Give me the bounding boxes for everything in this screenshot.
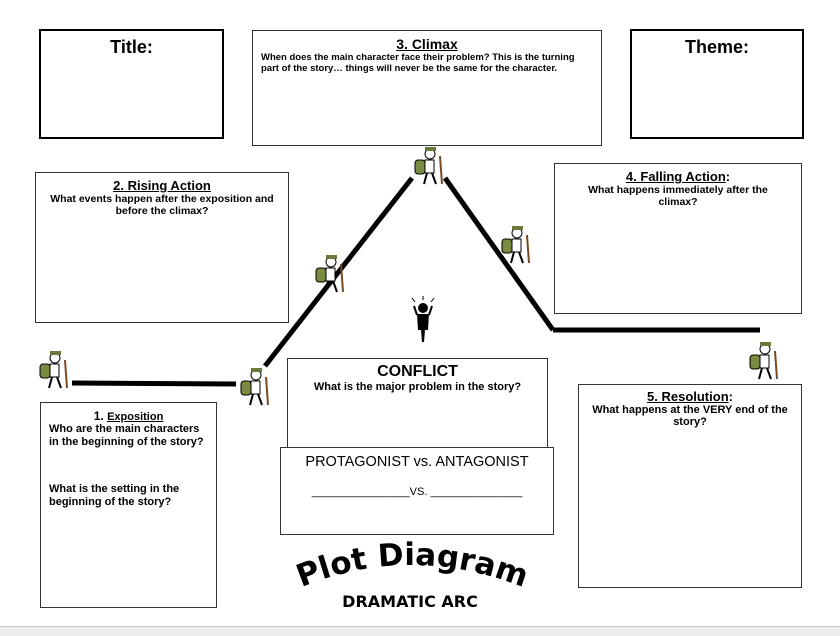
falling-action-question: What happens immediately after the clima… (588, 184, 768, 208)
hiker-icon (240, 368, 269, 406)
protagonist-antagonist-box[interactable]: PROTAGONIST vs. ANTAGONIST _____________… (280, 447, 554, 535)
theme-label: Theme: (684, 37, 749, 57)
exposition-question-setting: What is the setting in the beginning of … (49, 483, 180, 508)
exposition-number: 1. (93, 409, 104, 423)
falling-action-box[interactable]: 4. Falling Action: What happens immediat… (554, 163, 802, 314)
plot-diagram-title-text: Plot Diagram (292, 540, 533, 595)
climax-box[interactable]: 3. Climax When does the main character f… (252, 30, 602, 146)
resolution-heading: 5. Resolution (647, 389, 729, 404)
heading-suffix: : (725, 169, 731, 184)
protagonist-vs-antagonist-blanks[interactable]: ________________VS. _______________ (311, 486, 523, 498)
protagonist-antagonist-heading: PROTAGONIST vs. ANTAGONIST (305, 454, 529, 470)
exposition-heading: Exposition (107, 411, 164, 423)
rising-action-question: What events happen after the exposition … (50, 193, 274, 217)
conflict-box[interactable]: CONFLICT What is the major problem in th… (287, 358, 548, 450)
plot-diagram-title: Plot Diagram (292, 540, 533, 595)
title-box[interactable]: Title: (39, 29, 224, 139)
hiker-icon (315, 255, 344, 293)
falling-action-heading: 4. Falling Action (625, 169, 726, 184)
conflict-heading: CONFLICT (377, 363, 458, 380)
exposition-question-characters: Who are the main characters in the begin… (49, 423, 204, 448)
heading-suffix: : (728, 389, 733, 404)
hiker-icon (501, 226, 530, 264)
theme-box[interactable]: Theme: (630, 29, 804, 139)
hiker-icon (414, 147, 443, 185)
resolution-box[interactable]: 5. Resolution: What happens at the VERY … (578, 384, 802, 588)
dramatic-arc-subtitle: DRAMATIC ARC (342, 592, 478, 611)
rising-action-box[interactable]: 2. Rising Action What events happen afte… (35, 172, 289, 323)
conflict-question: What is the major problem in the story? (313, 381, 522, 393)
hiker-icon (39, 351, 68, 389)
resolution-question: What happens at the VERY end of the stor… (592, 404, 788, 428)
exposition-box[interactable]: 1. Exposition Who are the main character… (40, 402, 217, 608)
climax-question: When does the main character face their … (261, 52, 575, 74)
svg-text:Plot Diagram: Plot Diagram (292, 540, 533, 595)
climax-heading: 3. Climax (396, 36, 458, 52)
title-label: Title: (110, 37, 153, 57)
worried-person-icon (411, 296, 435, 342)
rising-action-heading: 2. Rising Action (113, 178, 211, 193)
hiker-icon (749, 342, 778, 380)
bottom-scroll-area (0, 626, 840, 636)
